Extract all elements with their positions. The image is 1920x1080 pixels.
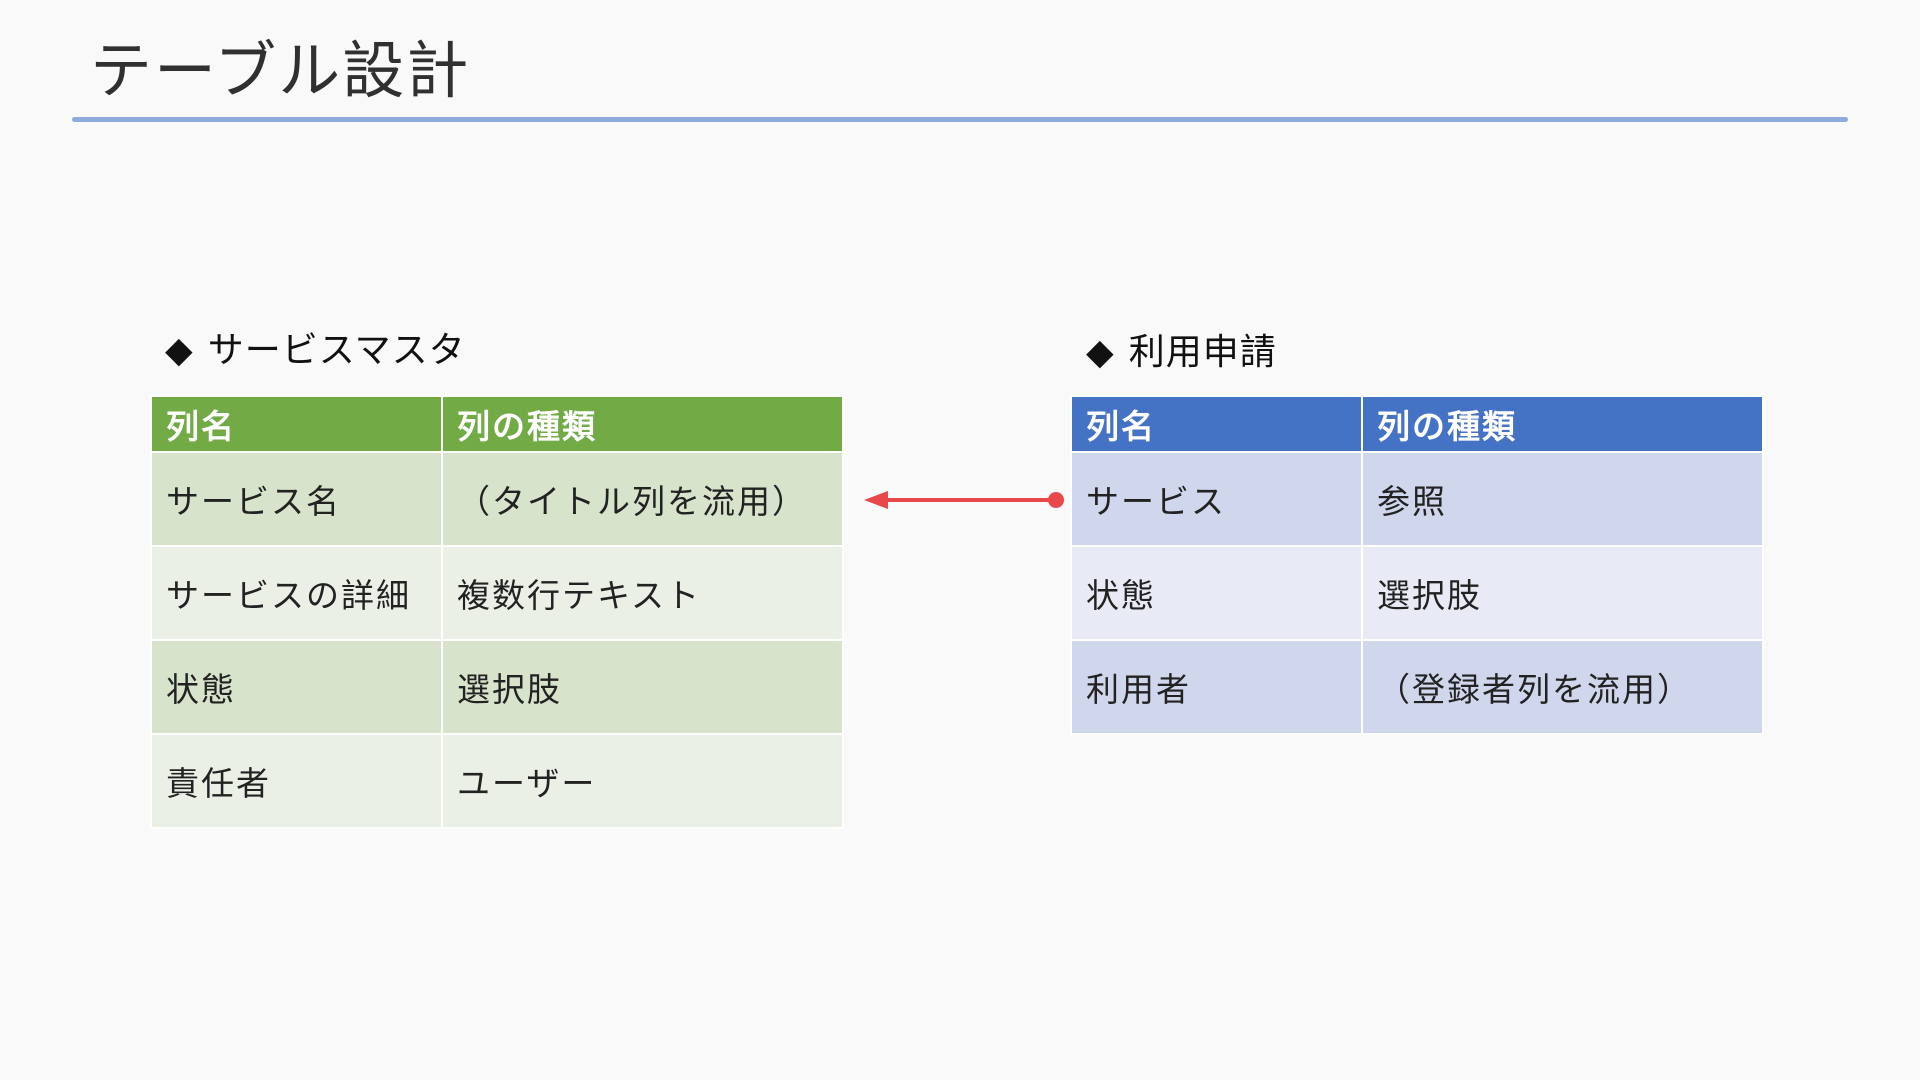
column-name-cell: 状態 [150, 639, 443, 735]
left-section-heading-text: サービスマスタ [207, 330, 466, 371]
column-name-cell: 状態 [1070, 545, 1363, 641]
column-type-cell: ユーザー [441, 733, 844, 829]
lookup-connector-arrow [864, 491, 1064, 509]
right-section-heading-text: 利用申請 [1128, 332, 1277, 373]
column-name-cell: 利用者 [1070, 639, 1363, 735]
table-row: サービス 参照 [1070, 451, 1764, 547]
column-name-cell: サービス名 [150, 451, 443, 547]
column-type-cell: 複数行テキスト [441, 545, 844, 641]
connector-dot-icon [1048, 492, 1064, 508]
title-underline [72, 117, 1848, 122]
column-type-cell: （タイトル列を流用） [441, 451, 844, 547]
column-header: 列名 [1070, 395, 1363, 453]
table-row: 責任者 ユーザー [150, 733, 844, 829]
table-header-row: 列名 列の種類 [1070, 395, 1764, 453]
left-section-heading: ◆ サービスマスタ [165, 328, 466, 374]
diamond-bullet-icon: ◆ [165, 330, 194, 371]
column-type-cell: 選択肢 [441, 639, 844, 735]
arrowhead-icon [864, 491, 888, 509]
column-header: 列の種類 [1361, 395, 1764, 453]
service-master-table: 列名 列の種類 サービス名 （タイトル列を流用） サービスの詳細 複数行テキスト… [150, 395, 844, 829]
right-section-heading: ◆ 利用申請 [1086, 330, 1277, 376]
column-header: 列名 [150, 395, 443, 453]
table-row: 状態 選択肢 [150, 639, 844, 735]
column-name-cell: サービスの詳細 [150, 545, 443, 641]
column-type-cell: （登録者列を流用） [1361, 639, 1764, 735]
column-name-cell: 責任者 [150, 733, 443, 829]
column-name-cell: サービス [1070, 451, 1363, 547]
column-type-cell: 参照 [1361, 451, 1764, 547]
table-row: 利用者 （登録者列を流用） [1070, 639, 1764, 735]
column-type-cell: 選択肢 [1361, 545, 1764, 641]
usage-request-table: 列名 列の種類 サービス 参照 状態 選択肢 利用者 （登録者列を流用） [1070, 395, 1764, 735]
column-header: 列の種類 [441, 395, 844, 453]
table-row: 状態 選択肢 [1070, 545, 1764, 641]
slide-title: テーブル設計 [90, 34, 471, 107]
table-row: サービス名 （タイトル列を流用） [150, 451, 844, 547]
table-header-row: 列名 列の種類 [150, 395, 844, 453]
table-row: サービスの詳細 複数行テキスト [150, 545, 844, 641]
diamond-bullet-icon: ◆ [1086, 332, 1115, 373]
